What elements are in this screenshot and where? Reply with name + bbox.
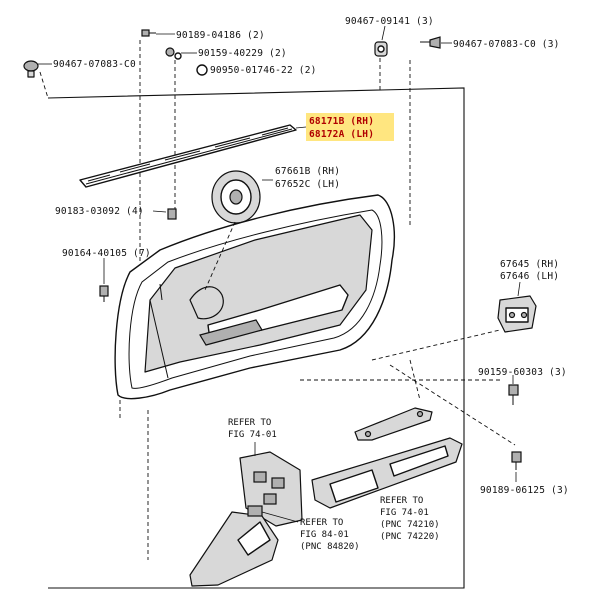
label-90183-03092: 90183-03092 (4) bbox=[55, 206, 144, 217]
label-90467-07083-right: 90467-07083-C0 (3) bbox=[453, 39, 560, 50]
refer-note-1-line-1: REFER TO bbox=[228, 418, 271, 428]
label-90189-04186: 90189-04186 (2) bbox=[176, 30, 265, 41]
label-90950-01746: 90950-01746-22 (2) bbox=[210, 65, 317, 76]
label-67652c: 67652C (LH) bbox=[275, 179, 340, 190]
refer-note-3-line-4: (PNC 74220) bbox=[380, 532, 440, 542]
part-number-highlight bbox=[306, 113, 394, 141]
refer-note-2-line-2: FIG 84-01 bbox=[300, 530, 349, 540]
label-90467-07083-left: 90467-07083-C0 bbox=[53, 59, 136, 70]
grommet-90950-01746-icon bbox=[196, 64, 208, 76]
label-90164-40105: 90164-40105 (7) bbox=[62, 248, 151, 259]
label-67645: 67645 (RH) bbox=[500, 259, 559, 270]
label-67661b: 67661B (RH) bbox=[275, 166, 340, 177]
label-90159-60303: 90159-60303 (3) bbox=[478, 367, 567, 378]
belt-weatherstrip-part bbox=[79, 124, 297, 188]
refer-note-2-line-3: (PNC 84820) bbox=[300, 542, 360, 552]
clip-90164-40105-icon bbox=[99, 285, 109, 302]
label-68171b: 68171B (RH) bbox=[309, 116, 374, 127]
armrest-base-part bbox=[311, 437, 463, 509]
screw-90159-60303-icon bbox=[508, 384, 519, 405]
label-90189-06125: 90189-06125 (3) bbox=[480, 485, 569, 496]
refer-note-3-line-2: FIG 74-01 bbox=[380, 508, 429, 518]
label-67646: 67646 (LH) bbox=[500, 271, 559, 282]
label-90467-09141: 90467-09141 (3) bbox=[345, 16, 434, 27]
screw-90189-06125-icon bbox=[511, 451, 522, 470]
screw-90183-03092-icon bbox=[167, 208, 177, 220]
refer-note-3-line-1: REFER TO bbox=[380, 496, 423, 506]
lower-trim-part bbox=[189, 505, 279, 587]
door-handle-bracket-part bbox=[497, 295, 537, 333]
door-trim-panel-part bbox=[114, 194, 395, 400]
refer-note-3-line-3: (PNC 74210) bbox=[380, 520, 440, 530]
pull-handle-part bbox=[354, 407, 433, 441]
label-68172a: 68172A (LH) bbox=[309, 129, 374, 140]
clip-90467-07083-right-icon bbox=[420, 36, 441, 49]
nut-90159-40229-icon bbox=[165, 47, 182, 60]
clip-90467-09141-icon bbox=[374, 41, 388, 57]
screw-90189-04186-icon bbox=[141, 29, 156, 37]
clip-90467-07083-left-icon bbox=[23, 60, 39, 78]
refer-note-1-line-2: FIG 74-01 bbox=[228, 430, 277, 440]
refer-note-2-line-1: REFER TO bbox=[300, 518, 343, 528]
speaker-grille-part bbox=[211, 170, 261, 224]
label-90159-40229: 90159-40229 (2) bbox=[198, 48, 287, 59]
